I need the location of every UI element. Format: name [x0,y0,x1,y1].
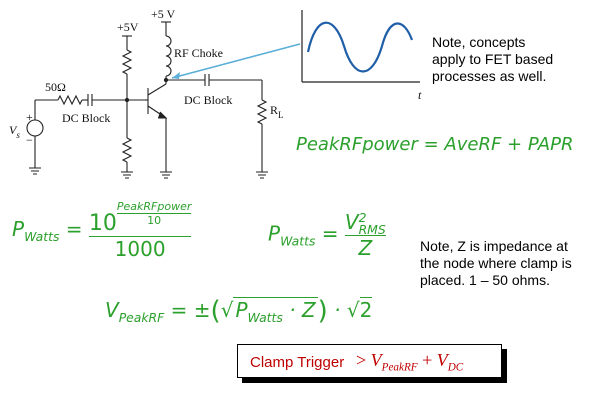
fet-note-line-1: Note, concepts [432,34,526,50]
equals-sign: = [315,221,345,246]
times-z: · Z [282,298,316,322]
p-subscript: Watts [24,228,60,244]
v-symbol: V [105,298,119,322]
p-symbol: P [268,221,281,246]
rms-subscript: RMS [358,221,386,237]
v-peak-rf-equation: VPeakRF = ±(√PWatts · Z) · √2 [105,296,373,326]
power-denominator: 1000 [88,235,192,261]
dc-block-capacitor-2 [204,74,210,86]
vcc-left-label: +5V [117,20,139,34]
v-peak-subscript: PeakRF [381,361,418,374]
peak-rf-power-equation: PeakRFpower = AveRF + PAPR [296,134,574,155]
fet-note: Note, concepts apply to FET based proces… [432,34,553,85]
rms-superscript: 2 [358,210,367,226]
rf-choke-label: RF Choke [174,46,223,60]
v-peak-subscript: PeakRF [118,310,165,325]
bias-resistor-bottom [121,137,133,163]
source-label: Vs [9,123,20,140]
p-symbol: P [12,216,25,241]
dc-block-capacitor-1 [87,94,93,106]
impedance-note-line-3: placed. 1 – 50 ohms. [420,272,550,288]
sine-waveform [306,21,414,73]
load-resistor [256,99,268,125]
impedance-note-line-1: Note, Z is impedance at [420,238,568,254]
clamp-trigger-box: Clamp Trigger > VPeakRF + VDC [237,344,502,378]
exponent-denominator: 10 [116,213,192,227]
clamp-trigger-label: Clamp Trigger [250,354,345,371]
vcc-right-label: +5 V [151,7,176,21]
plus-sign: + [417,350,437,370]
v-dc-subscript: DC [447,361,464,374]
dc-block-1-label: DC Block [62,111,110,125]
plus-minus-sign: = ± [164,298,211,322]
waveform-pointer-line [171,43,301,79]
source-minus: − [26,133,33,147]
resistor-50-label: 50Ω [45,80,66,94]
ten-base: 10 [88,210,117,236]
rms-denominator: Z [344,234,386,260]
impedance-note: Note, Z is impedance at the node where c… [420,238,572,289]
sqrt-symbol: √ [346,298,360,322]
p-subscript: Watts [280,233,316,249]
p-subscript: Watts [247,310,283,325]
bias-resistor-top [121,49,133,75]
fet-note-line-3: processes as well. [432,68,547,84]
load-label: RL [270,103,284,120]
multiply-dot: · [327,298,347,322]
waveform-time-label: t [418,88,422,102]
resistor-50-ohm [57,94,83,106]
dc-block-2-label: DC Block [184,93,232,107]
clamp-trigger-equation: > VPeakRF + VDC [356,350,463,374]
p-symbol: P [235,298,248,322]
rf-choke-inductor [165,35,172,77]
sqrt-symbol: √ [220,298,234,322]
v-dc-symbol: V [436,350,448,370]
sqrt-radicand: PWatts · Z [233,297,318,325]
source-plus: + [26,110,33,124]
v-symbol: V [344,210,359,234]
sqrt-two: 2 [359,297,373,322]
fet-note-line-2: apply to FET based [432,51,554,67]
equals-sign: = [59,216,89,241]
impedance-note-line-2: the node where clamp is [420,255,572,271]
greater-than-sign: > [356,350,367,370]
exponent-numerator: PeakRFpower [116,200,192,213]
v-peak-symbol: V [370,350,382,370]
